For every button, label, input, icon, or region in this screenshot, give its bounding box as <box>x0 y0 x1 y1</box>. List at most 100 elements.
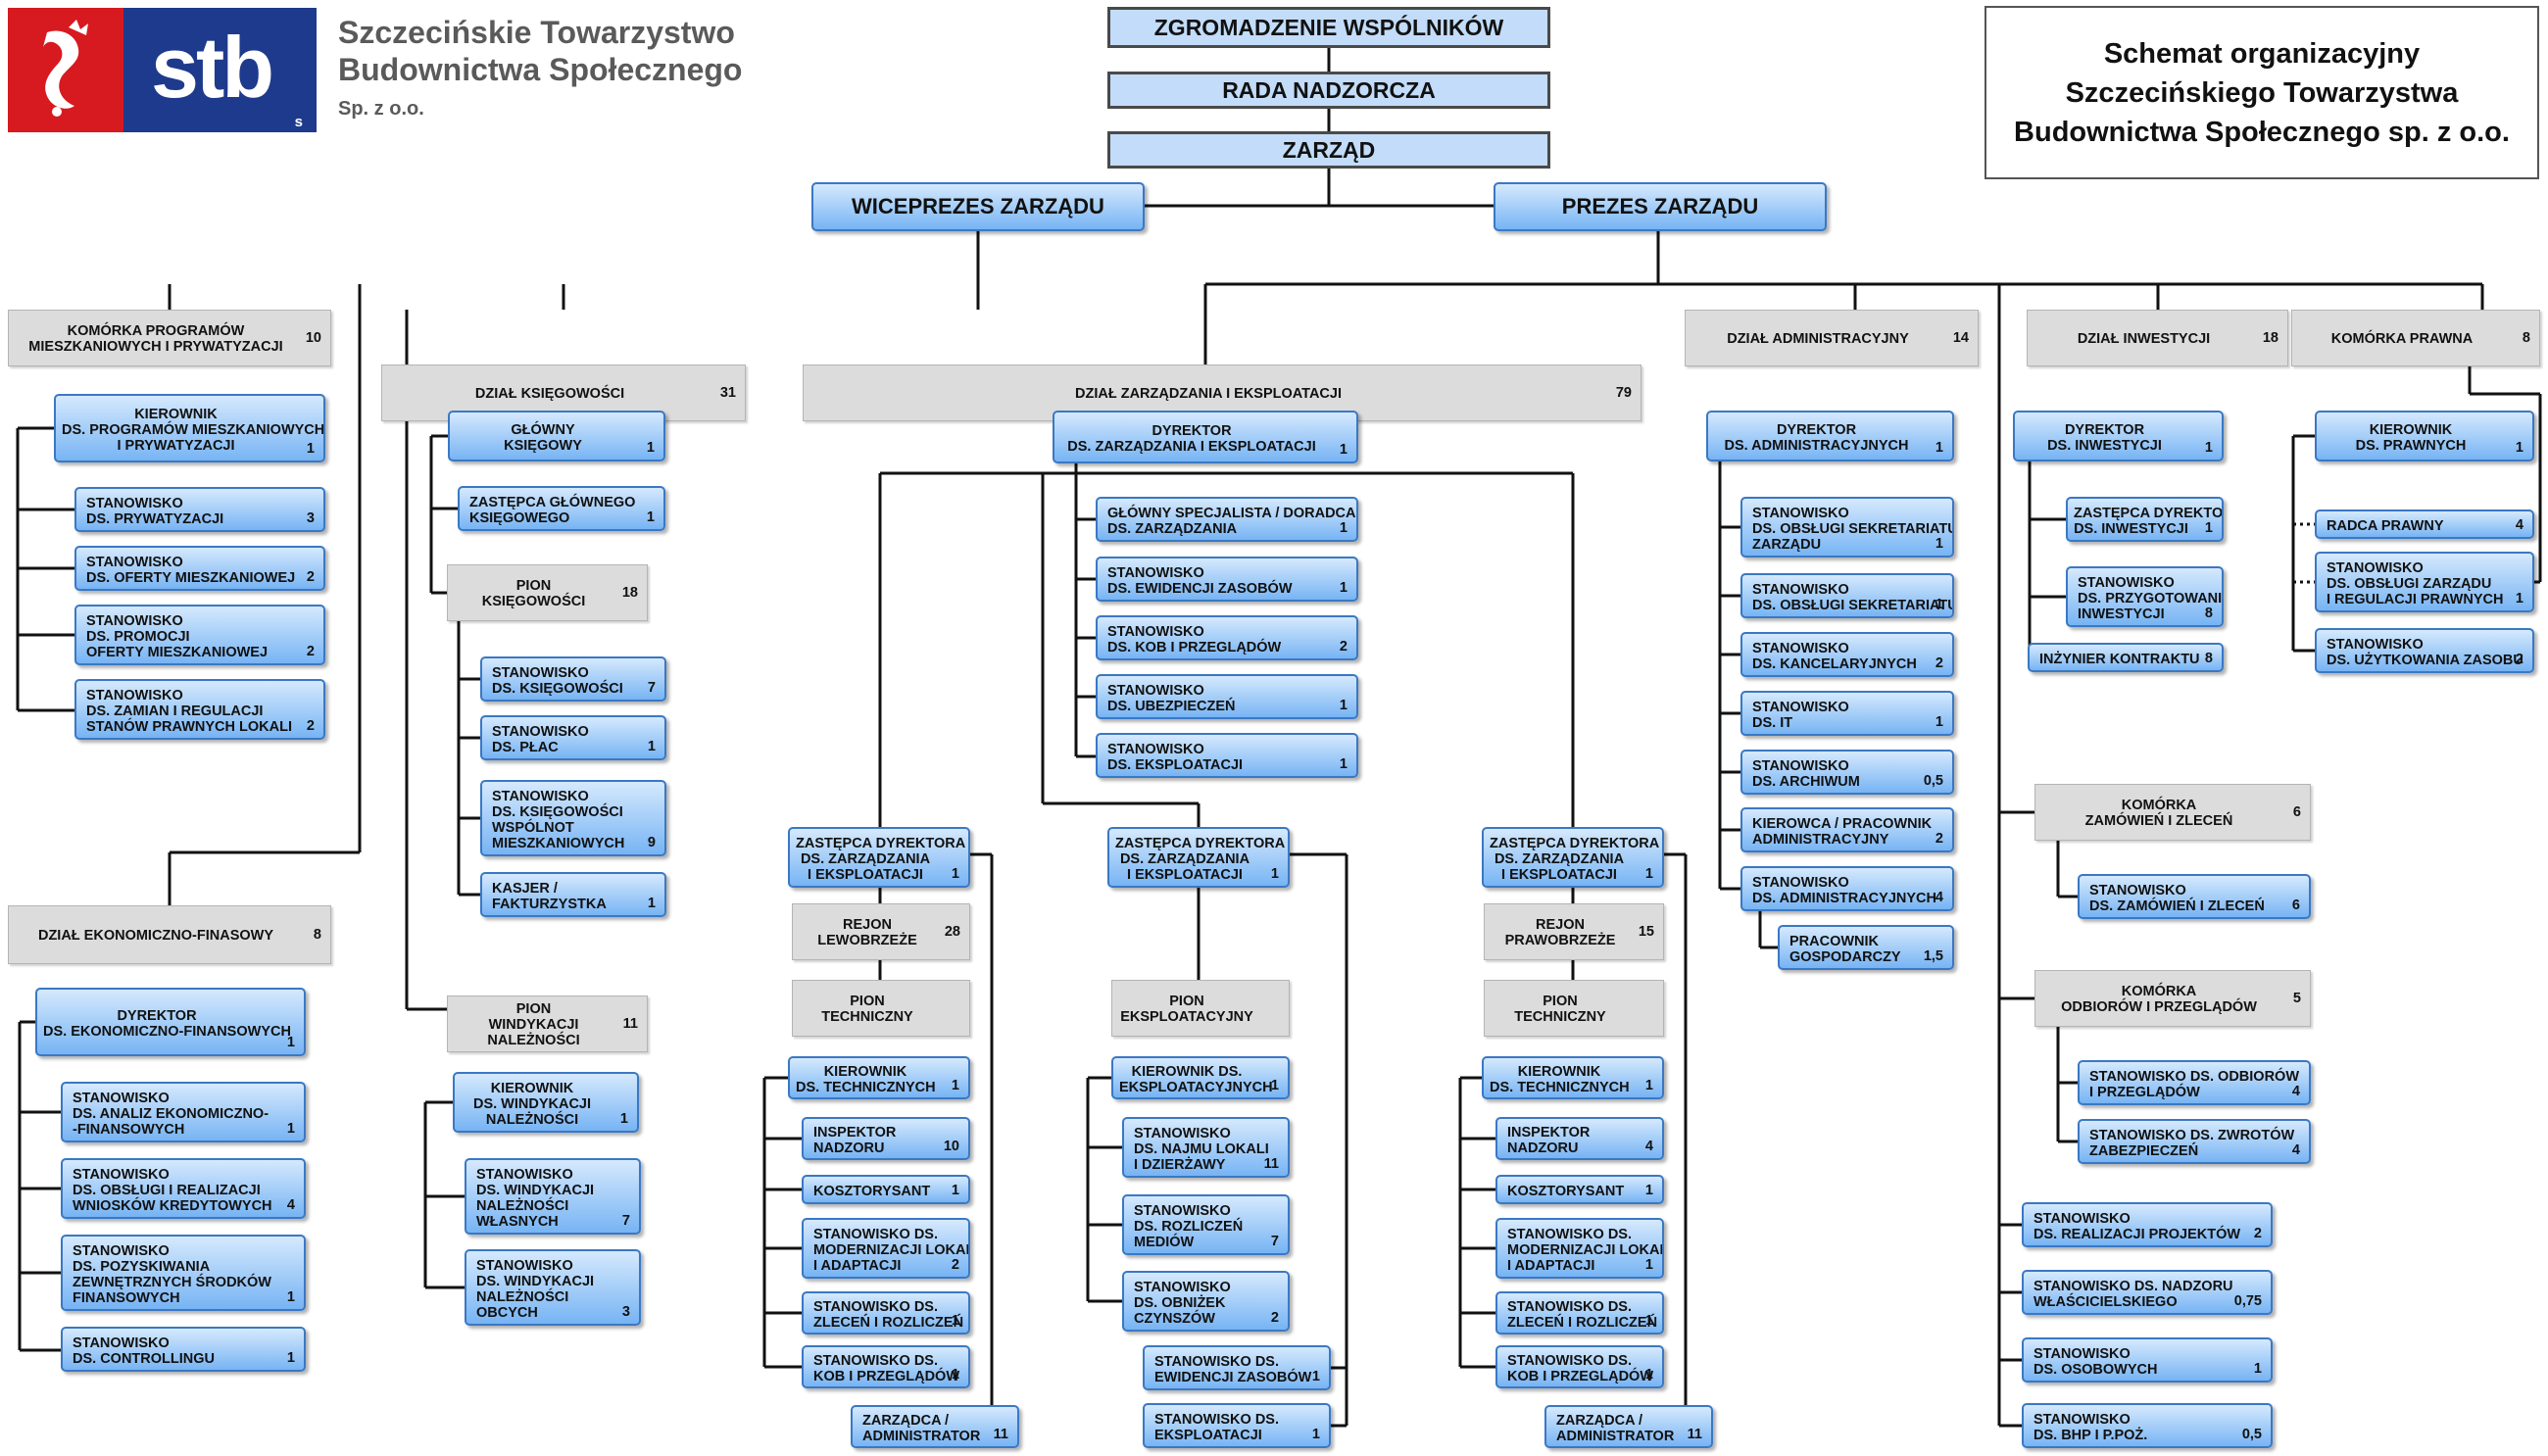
box-label: STANOWISKO DS. PROMOCJI OFERTY MIESZKANI… <box>86 613 269 660</box>
box-label: STANOWISKO DS. ODBIORÓW I PRZEGLĄDÓW <box>2089 1069 2300 1100</box>
box-label: STANOWISKO DS. IT <box>1752 700 1849 731</box>
box-label: STANOWISKO DS. PRZYGOTOWANIA INWESTYCJI <box>2078 575 2224 622</box>
headcount: 1 <box>1935 536 1943 552</box>
box-label: STANOWISKO DS. EKSPLOATACJI <box>1107 742 1244 773</box>
headcount: 1 <box>1644 1367 1653 1383</box>
box-label: STANOWISKO DS. OSOBOWYCH <box>2034 1346 2158 1378</box>
management-board-box: ZARZĄD <box>1107 131 1550 169</box>
box-label: GŁÓWNY SPECJALISTA / DORADCA DS. ZARZĄDZ… <box>1107 506 1356 537</box>
box-label: ZARZĄDCA / ADMINISTRATOR <box>862 1413 981 1444</box>
box-label: REJON PRAWOBRZEŻE <box>1504 917 1616 948</box>
box-label: ZASTĘPCA DYREKTORA DS. ZARZĄDZANIA I EKS… <box>1490 836 1660 883</box>
stanowisko-windykacji-wlasnych-box: STANOWISKO DS. WINDYKACJI NALEŻNOŚCI WŁA… <box>465 1158 641 1235</box>
zastepca-dyrektora-2-box: ZASTĘPCA DYREKTORA DS. ZARZĄDZANIA I EKS… <box>1107 827 1290 888</box>
supervisory-board-box: RADA NADZORCZA <box>1107 72 1550 109</box>
headcount: 15 <box>1638 924 1654 940</box>
box-label: ZASTĘPCA GŁÓWNEGO KSIĘGOWEGO <box>469 495 636 526</box>
box-label: STANOWISKO DS. ZWROTÓW ZABEZPIECZEŃ <box>2089 1128 2295 1159</box>
box-label: DYREKTOR DS. EKONOMICZNO-FINANSOWYCH <box>43 1008 291 1040</box>
box-label: STANOWISKO DS. UBEZPIECZEŃ <box>1107 683 1236 714</box>
headcount: 4 <box>286 1197 295 1213</box>
headcount: 1 <box>1644 1078 1653 1093</box>
headcount: 1 <box>2204 440 2213 456</box>
box-label: DZIAŁ ADMINISTRACYJNY <box>1727 331 1909 347</box>
box-label: STANOWISKO DS. EWIDENCJI ZASOBÓW <box>1107 565 1293 597</box>
stanowisko-kredytow-box: STANOWISKO DS. OBSŁUGI I REALIZACJI WNIO… <box>61 1158 306 1219</box>
box-label: KIEROWNIK DS. PROGRAMÓW MIESZKANIOWYCH I… <box>62 407 325 454</box>
stanowisko-obslugi-zarzadu-box: STANOWISKO DS. OBSŁUGI ZARZĄDU I REGULAC… <box>2315 552 2534 612</box>
box-label: STANOWISKO DS. PŁAC <box>492 724 589 755</box>
box-label: DZIAŁ INWESTYCJI <box>2077 331 2211 347</box>
box-label: STANOWISKO DS. ZAMÓWIEŃ I ZLECEŃ <box>2089 883 2265 914</box>
headcount: 2 <box>951 1257 959 1273</box>
company-name: Szczecińskie Towarzystwo Budownictwa Spo… <box>338 14 742 88</box>
logo-text: stb <box>151 19 274 116</box>
box-label: STANOWISKO DS. OBSŁUGI SEKRETARIATU <box>1752 582 1954 613</box>
box-label: STANOWISKO DS. UŻYTKOWANIA ZASOBU <box>2327 637 2524 668</box>
box-label: STANOWISKO DS. KOB I PRZEGLĄDÓW <box>813 1353 960 1384</box>
headcount: 31 <box>719 385 736 401</box>
box-label: STANOWISKO DS. ROZLICZEŃ MEDIÓW <box>1134 1203 1244 1250</box>
stb-logo: stb s <box>8 8 317 132</box>
box-label: STANOWISKO DS. MODERNIZACJI LOKALI I ADA… <box>1507 1227 1662 1274</box>
headcount: 2 <box>1935 831 1943 847</box>
headcount: 1 <box>1339 442 1348 458</box>
box-label: KIEROWNIK DS. WINDYKACJI NALEŻNOŚCI <box>472 1081 592 1128</box>
logo-red-panel <box>8 8 123 132</box>
headcount: 1 <box>619 1111 628 1127</box>
box-label: STANOWISKO DS. MODERNIZACJI LOKALI I ADA… <box>813 1227 968 1274</box>
griffin-icon <box>43 20 88 117</box>
headcount: 1 <box>286 1289 295 1305</box>
box-label: ZASTĘPCA DYREKTORA DS. ZARZĄDZANIA I EKS… <box>796 836 966 883</box>
stanowisko-windykacji-obcych-box: STANOWISKO DS. WINDYKACJI NALEŻNOŚCI OBC… <box>465 1249 641 1326</box>
box-label: STANOWISKO DS. KSIĘGOWOŚCI WSPÓLNOT MIES… <box>492 789 625 851</box>
box-label: PION WINDYKACJI NALEŻNOŚCI <box>487 1001 580 1048</box>
headcount: 1 <box>1935 714 1943 730</box>
headcount: 1 <box>951 1313 959 1329</box>
headcount: 8 <box>313 927 321 943</box>
box-label: PION EKSPLOATACYJNY <box>1120 994 1253 1025</box>
headcount: 1 <box>1339 698 1348 713</box>
headcount: 0,75 <box>2233 1293 2262 1309</box>
headcount: 2 <box>1935 655 1943 671</box>
box-label: KOMÓRKA PRAWNA <box>2330 331 2474 347</box>
headcount: 4 <box>2515 517 2524 533</box>
pion-eksploatacyjny-box: PION EKSPLOATACYJNY <box>1111 980 1290 1037</box>
stanowisko-modernizacji-3-box: STANOWISKO DS. MODERNIZACJI LOKALI I ADA… <box>1495 1218 1664 1279</box>
kierownik-windykacji-box: KIEROWNIK DS. WINDYKACJI NALEŻNOŚCI 1 <box>453 1072 639 1133</box>
box-label: PION KSIĘGOWOŚCI <box>481 578 586 609</box>
headcount: 2 <box>1270 1310 1279 1326</box>
box-label: STANOWISKO DS. KANCELARYJNYCH <box>1752 641 1917 672</box>
headcount: 1 <box>951 1367 959 1383</box>
headcount: 0,5 <box>2241 1427 2262 1442</box>
headcount: 3 <box>306 510 315 526</box>
stanowisko-zamian-box: STANOWISKO DS. ZAMIAN I REGULACJI STANÓW… <box>74 679 325 740</box>
komorka-programow-box: KOMÓRKA PROGRAMÓW MIESZKANIOWYCH I PRYWA… <box>8 310 331 366</box>
stanowisko-bhp-box: STANOWISKO DS. BHP I P.POŻ.0,5 <box>2022 1403 2273 1448</box>
headcount: 1 <box>286 1035 295 1050</box>
